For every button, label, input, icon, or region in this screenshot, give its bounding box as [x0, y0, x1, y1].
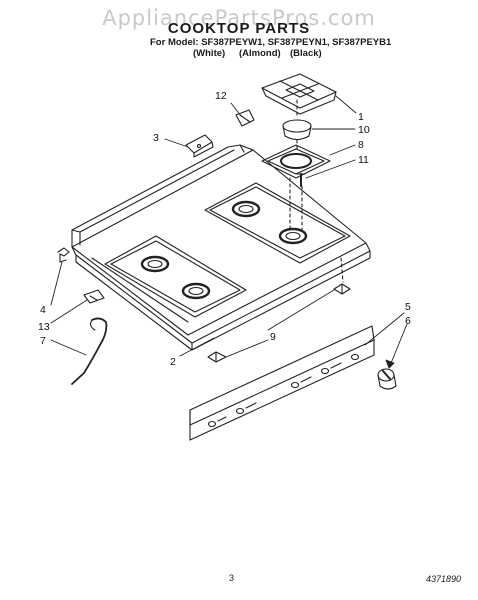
callout-7: 7	[40, 335, 46, 347]
callout-4: 4	[40, 304, 46, 316]
color-almond: (Almond)	[239, 48, 281, 59]
callout-9: 9	[270, 331, 276, 343]
alignment-dashed-lines	[289, 99, 344, 283]
support-rod	[71, 317, 108, 385]
callout-labels: 1 10 8 11 12 3 5 6 4 13 7 9 2	[38, 90, 411, 368]
leader-lines	[50, 95, 408, 369]
callout-5: 5	[405, 301, 411, 313]
clip-12	[235, 109, 255, 127]
callout-8: 8	[358, 139, 364, 151]
burner-cap	[282, 119, 312, 141]
front-burner-recess	[104, 235, 247, 318]
screw-part	[296, 173, 306, 187]
callout-1: 1	[358, 111, 364, 123]
rubber-foot-left	[207, 351, 227, 363]
side-bracket	[57, 247, 70, 263]
model-line: For Model: SF387PEYW1, SF387PEYN1, SF387…	[150, 37, 392, 48]
page-title: COOKTOP PARTS	[167, 20, 311, 37]
control-panel	[189, 325, 375, 441]
watermark-logo: AppliancePartsPros.com	[102, 6, 376, 30]
color-white: (White)	[193, 48, 226, 59]
hinge-bracket	[185, 134, 214, 158]
document-number: 4371890	[426, 574, 462, 584]
callout-10: 10	[358, 124, 370, 136]
callout-12: 12	[215, 90, 227, 102]
rear-burner-recess	[204, 182, 351, 264]
cooktop-panel	[71, 144, 371, 351]
color-black: (Black)	[290, 48, 322, 59]
callout-3: 3	[153, 132, 159, 144]
rubber-foot-right	[333, 283, 351, 295]
callout-11: 11	[358, 154, 369, 166]
callout-13: 13	[38, 321, 50, 333]
burner-base-plate	[261, 144, 331, 179]
burner-grate	[261, 73, 337, 115]
callout-6: 6	[405, 315, 411, 327]
callout-2: 2	[170, 356, 176, 368]
clip-13	[83, 289, 105, 304]
burner-rings	[140, 200, 308, 300]
control-knob	[377, 368, 397, 390]
page-number: 3	[229, 573, 235, 583]
